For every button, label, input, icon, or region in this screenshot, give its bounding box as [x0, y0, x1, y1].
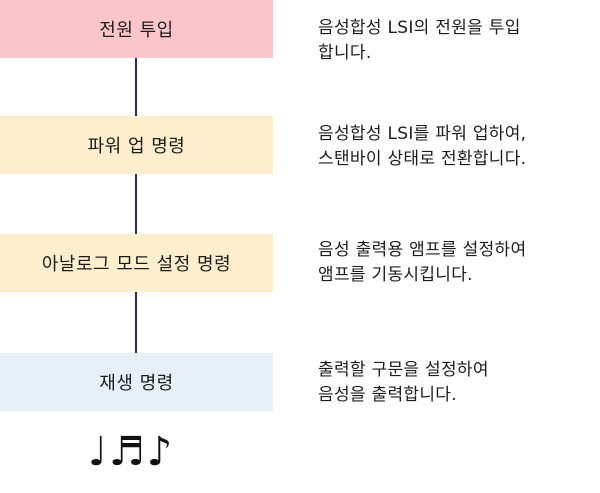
step-power-on-label: 전원 투입: [99, 20, 174, 41]
music-notes-icon: ♩♬♪: [88, 429, 175, 475]
connector-2-3: [135, 174, 137, 234]
step-power-up-command-box: 파워 업 명령: [0, 116, 273, 174]
step-power-on-box: 전원 투입: [0, 0, 273, 58]
step-play-command-label: 재생 명령: [99, 373, 174, 394]
step-power-up-command-description: 음성합성 LSI를 파워 업하여, 스탠바이 상태로 전환합니다.: [318, 124, 527, 169]
step-analog-mode-command-box: 아날로그 모드 설정 명령: [0, 234, 273, 292]
step-power-on-description: 음성합성 LSI의 전원을 투입 합니다.: [318, 18, 521, 63]
step-analog-mode-command-description: 음성 출력용 앰프를 설정하여 앰프를 기동시킵니다.: [318, 240, 527, 285]
connector-1-2: [135, 58, 137, 116]
step-analog-mode-command-label: 아날로그 모드 설정 명령: [41, 254, 232, 275]
step-play-command-description: 출력할 구문을 설정하여 음성을 출력합니다.: [318, 360, 489, 405]
connector-3-4: [135, 292, 137, 353]
step-play-command-box: 재생 명령: [0, 353, 273, 411]
step-power-up-command-label: 파워 업 명령: [87, 136, 186, 157]
